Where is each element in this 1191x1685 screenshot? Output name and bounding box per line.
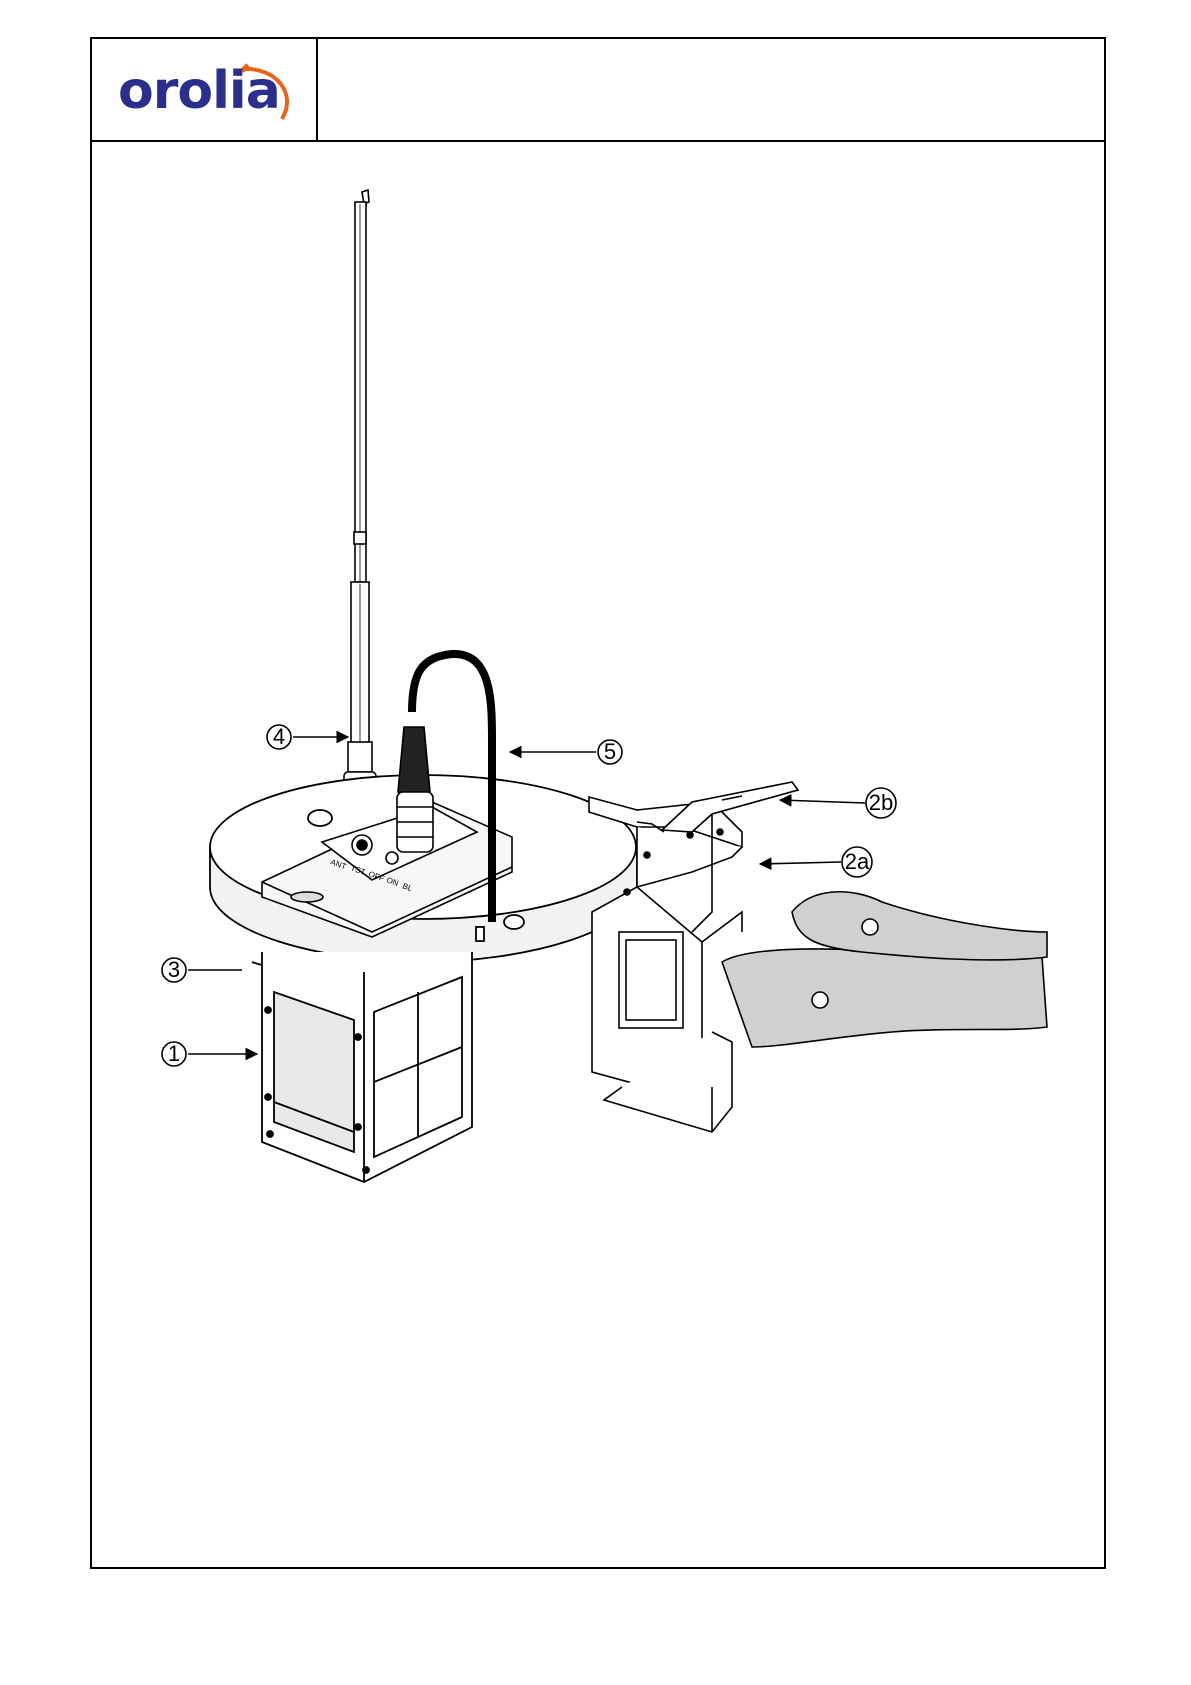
callout-5: 5: [510, 739, 622, 764]
svg-text:2b: 2b: [869, 790, 893, 815]
svg-text:3: 3: [168, 957, 180, 982]
callout-1: 1: [162, 1041, 257, 1066]
page-frame: orolia: [90, 37, 1106, 1569]
logo-wordmark: orolia: [118, 61, 280, 121]
callout-3: 3: [162, 957, 242, 982]
logo-cell: orolia: [92, 39, 318, 140]
callout-2a: 2a: [760, 847, 872, 877]
svg-text:1: 1: [168, 1041, 180, 1066]
product-drawing: ANT TST OFF ON BL: [92, 142, 1104, 1567]
strap: [722, 892, 1047, 1047]
header-title: [318, 39, 1104, 140]
svg-text:2a: 2a: [845, 849, 870, 874]
callout-2b: 2b: [780, 788, 896, 818]
header: orolia: [92, 39, 1104, 142]
antenna: [344, 190, 376, 832]
svg-text:5: 5: [604, 739, 616, 764]
callout-4: 4: [267, 724, 348, 749]
svg-text:4: 4: [273, 724, 285, 749]
beacon-cage: [252, 927, 484, 1182]
